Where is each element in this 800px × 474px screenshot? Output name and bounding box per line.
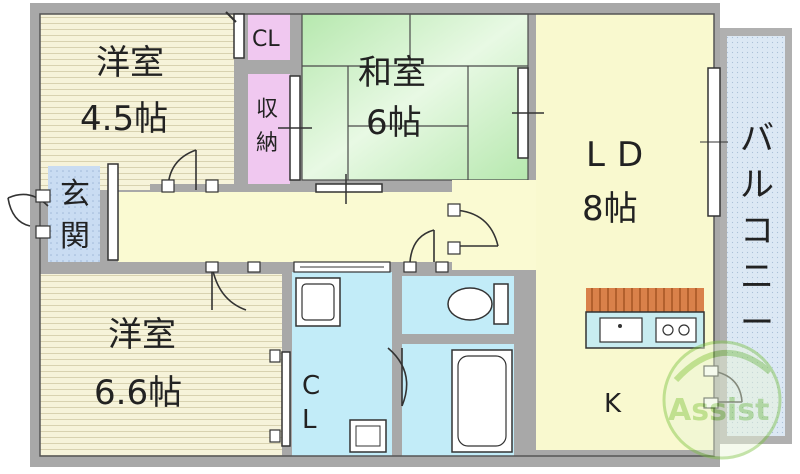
kitchen-counter bbox=[585, 288, 705, 349]
storage-label-1: 収 bbox=[256, 97, 278, 122]
front-door[interactable] bbox=[107, 163, 119, 261]
watermark-text: Assist bbox=[668, 393, 769, 428]
closet-top bbox=[248, 14, 290, 60]
room-size-ld: 8帖 bbox=[582, 189, 638, 229]
room-name-western-large: 洋室 bbox=[108, 315, 176, 355]
room-name-japanese: 和室 bbox=[358, 53, 426, 93]
balcony-label-1: バ bbox=[740, 119, 774, 159]
sliding-door-japanese-corridor[interactable] bbox=[315, 174, 383, 204]
window-ld-balcony bbox=[700, 67, 728, 217]
kitchen-label: K bbox=[604, 389, 622, 419]
entrance-label-2: 関 bbox=[60, 219, 90, 254]
sliding-door-japanese-ld[interactable] bbox=[512, 67, 544, 159]
balcony bbox=[720, 28, 792, 444]
room-size-western-small: 4.5帖 bbox=[80, 99, 168, 139]
japanese-room bbox=[301, 13, 529, 181]
closet-bottom-doors[interactable] bbox=[281, 351, 291, 447]
storage bbox=[248, 74, 290, 184]
labels: 洋室 4.5帖 CL 収 納 和室 6帖 LD 8帖 玄 関 洋室 6.6帖 C… bbox=[60, 27, 774, 435]
sliding-door-japanese-storage[interactable] bbox=[278, 75, 312, 181]
wash-basin bbox=[295, 277, 341, 327]
entrance bbox=[48, 166, 100, 262]
room-size-japanese: 6帖 bbox=[366, 103, 422, 143]
washing-machine-space bbox=[349, 419, 387, 453]
toilet bbox=[447, 283, 509, 325]
room-name-western-small: 洋室 bbox=[96, 43, 164, 83]
living-dining bbox=[536, 14, 714, 450]
balcony-label-2: ル bbox=[740, 165, 774, 205]
door-frames bbox=[35, 179, 719, 443]
balcony-label-5: ー bbox=[740, 303, 774, 343]
storage-label-2: 納 bbox=[256, 131, 278, 156]
balcony-label-3: コ bbox=[740, 211, 774, 251]
bathtub bbox=[451, 349, 513, 453]
closet-bottom-label-1: C bbox=[302, 371, 320, 401]
assist-watermark: Assist bbox=[662, 340, 782, 460]
balcony-label-4: ニ bbox=[740, 257, 774, 297]
room-name-ld: LD bbox=[586, 135, 655, 175]
closet-door-top[interactable] bbox=[225, 11, 245, 59]
closet-top-label: CL bbox=[252, 27, 280, 52]
door-swing-arcs bbox=[7, 149, 743, 407]
room-size-western-large: 6.6帖 bbox=[94, 373, 182, 413]
closet-bottom-label-2: L bbox=[302, 405, 317, 435]
entrance-label-1: 玄 bbox=[60, 177, 90, 212]
